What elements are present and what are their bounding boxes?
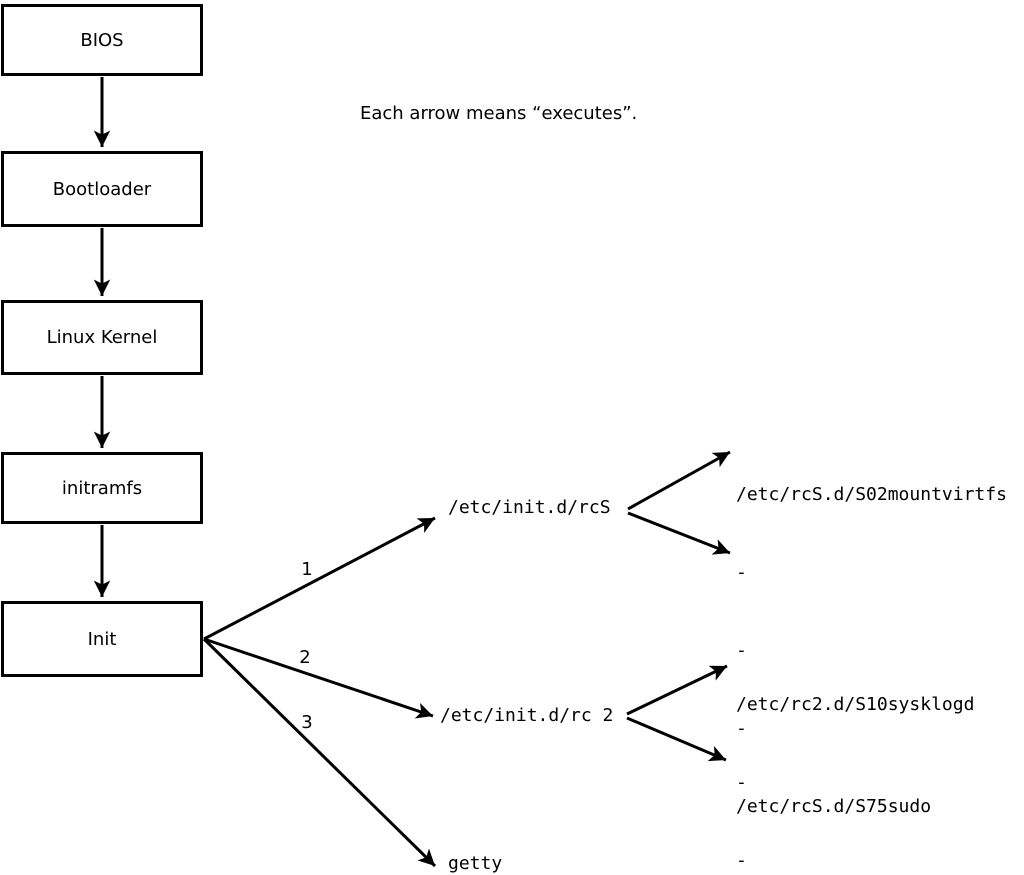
edge-label-3: 3 [301,712,313,733]
node-bootloader-label: Bootloader [52,178,152,200]
node-init: Init [1,601,203,677]
rcS-children-list: /etc/rcS.d/S02mountvirtfs - - - /etc/rcS… [736,430,1007,872]
arrow-init-to-getty [202,637,437,868]
node-bootloader: Bootloader [1,151,203,227]
node-initramfs-label: initramfs [61,477,143,499]
target-rcS-script: /etc/init.d/rcS [448,497,611,518]
rc2-child-ellipsis: - [736,850,747,871]
arrow-rcS-to-first-child [627,450,731,511]
arrow-init-to-rcS [203,516,436,641]
node-initramfs: initramfs [1,452,203,524]
node-bios-label: BIOS [80,29,124,51]
rcS-child-ellipsis: - [736,718,747,739]
node-linux-kernel: Linux Kernel [1,300,203,375]
node-bios: BIOS [1,4,203,76]
arrow-init-to-rc2 [203,637,434,719]
arrow-rc2-to-last-child [626,716,727,762]
rcS-child-item: /etc/rcS.d/S75sudo [736,796,932,817]
rc2-child-item: /etc/rc2.d/S10sysklogd [736,694,975,715]
target-rc2-script: /etc/init.d/rc 2 [440,705,614,726]
node-linux-kernel-label: Linux Kernel [46,327,158,348]
arrow-rcS-to-last-child [627,511,731,555]
rcS-child-ellipsis: - [736,562,747,583]
edge-label-1: 1 [301,559,313,580]
legend-note: Each arrow means “executes”. [360,103,638,124]
node-init-label: Init [87,628,117,650]
rcS-child-item: /etc/rcS.d/S02mountvirtfs [736,484,1007,505]
rc2-child-ellipsis: - [736,772,747,793]
edge-label-2: 2 [299,647,311,668]
rc2-children-list: /etc/rc2.d/S10sysklogd - - - /etc/rc2.d/… [736,640,974,875]
target-getty: getty [448,853,503,874]
arrow-rc2-to-first-child [626,664,728,716]
rcS-child-ellipsis: - [736,640,747,661]
